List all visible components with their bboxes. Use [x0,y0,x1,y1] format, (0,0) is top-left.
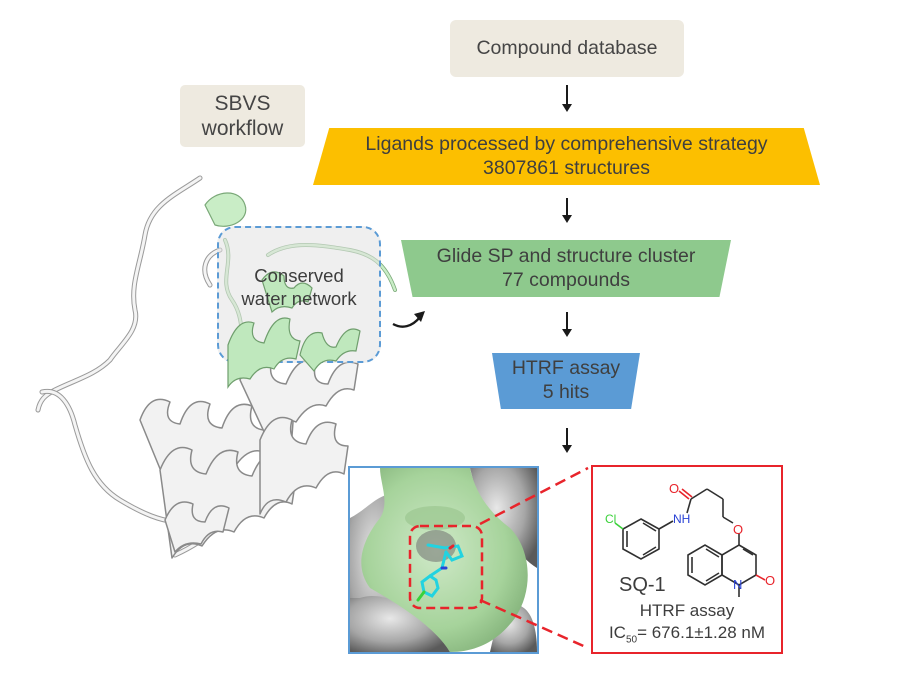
atom-nh: NH [673,512,690,526]
step-htrf-assay-line-1: HTRF assay [511,357,621,380]
step-htrf-assay: HTRF assay 5 hits [492,353,640,409]
down-arrow-icon [562,198,572,223]
step-compound-database-label: Compound database [476,37,658,59]
binding-pocket-image [348,466,539,654]
label-line-2: water network [241,288,357,309]
title-line-2: workflow [201,117,284,140]
conserved-water-network-label: Conserved water network [217,264,381,310]
step-glide-sp-line-2: 77 compounds [502,268,630,291]
binding-pocket-surface [350,468,537,652]
step-compound-database: Compound database [450,20,684,77]
step-htrf-assay-line-2: 5 hits [542,381,590,403]
down-arrow-icon [562,428,572,453]
down-arrow-icon [562,85,572,112]
atom-o-carbonyl: O [669,481,679,496]
hit-compound-panel: Cl NH O O N O SQ-1 HTRF assay IC50= 676.… [591,465,783,654]
label-line-1: Conserved [254,265,344,286]
ic50-value: IC50= 676.1±1.28 nM [593,623,781,645]
step-ligand-processing-line-1: Ligands processed by comprehensive strat… [365,132,768,155]
workflow-title-box: SBVS workflow [180,85,305,147]
atom-o-ring: O [765,573,775,588]
curved-arrow-icon [392,311,425,328]
atom-n-ring: N [733,577,742,592]
ic50-subscript: 50 [625,634,638,646]
step-ligand-processing: Ligands processed by comprehensive strat… [313,128,820,185]
down-arrow-icon [562,312,572,337]
title-line-1: SBVS [214,92,271,115]
sq1-chemical-structure: Cl NH O O N O SQ-1 [605,481,775,597]
step-glide-sp-line-1: Glide SP and structure cluster [436,244,696,267]
atom-o-ether: O [733,522,743,537]
atom-cl: Cl [605,512,616,526]
ic50-number: = 676.1±1.28 nM [637,623,766,642]
assay-label: HTRF assay [639,601,735,620]
step-ligand-processing-line-2: 3807861 structures [483,156,650,179]
ic50-prefix: IC [608,623,626,642]
protein-helices [139,356,359,559]
zoom-region-box [408,524,484,610]
step-glide-sp: Glide SP and structure cluster 77 compou… [401,240,731,297]
compound-name: SQ-1 [619,574,666,596]
ligand-sticks [416,543,464,602]
